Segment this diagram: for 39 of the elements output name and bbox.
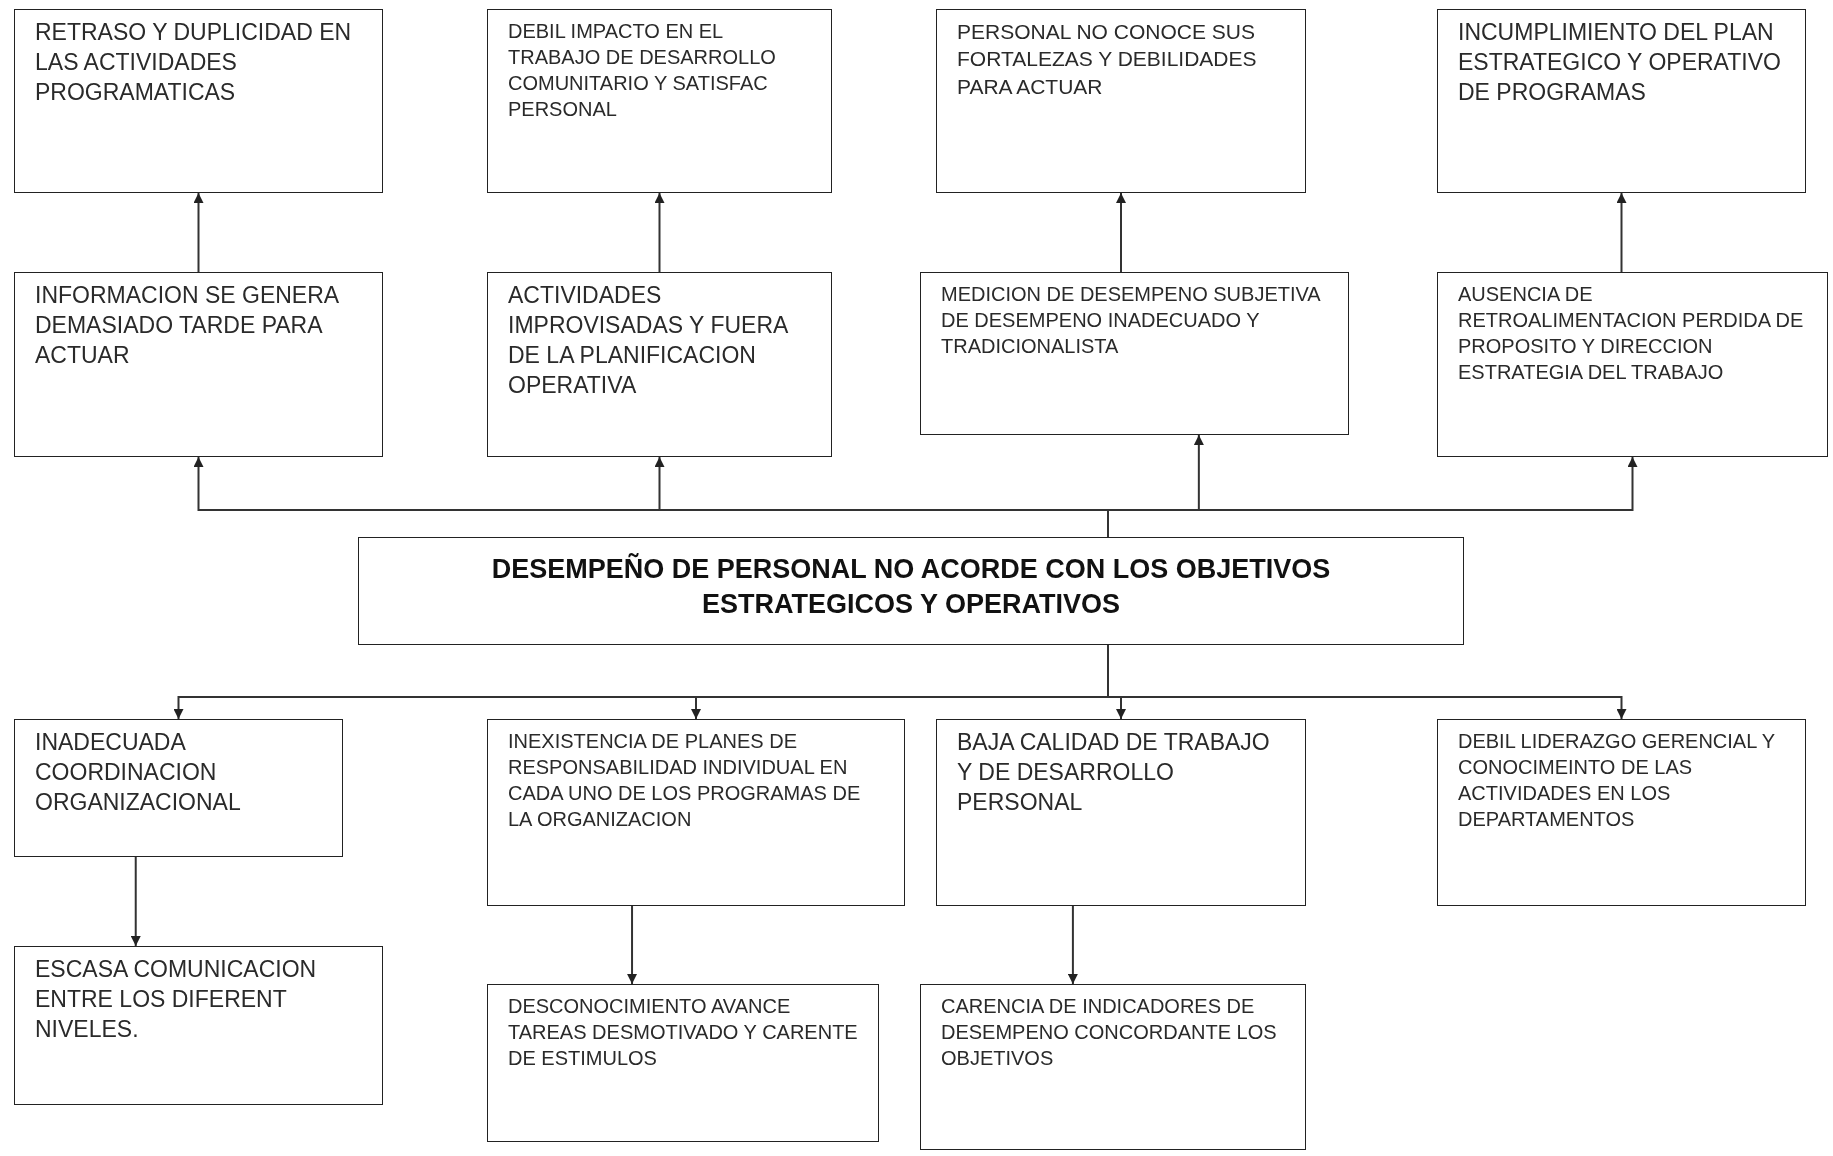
box-text: AUSENCIA DE RETROALIMENTACION PERDIDA DE PROPOSITO Y DIRECCION ESTRATEGIA DEL TRABAJO: [1458, 282, 1805, 385]
arrow: [1116, 192, 1126, 273]
box-text: DESCONOCIMIENTO AVANCE TAREAS DESMOTIVADO Y CARENTE DE ESTIMULOS: [508, 994, 858, 1071]
box-text: ESCASA COMUNICACION ENTRE LOS DIFERENT NIVELES.: [35, 955, 318, 1044]
cause-effect-box: [936, 9, 1306, 193]
box-text: DEBIL IMPACTO EN EL TRABAJO DE DESARROLLO COMUNITARIO Y SATISFAC PERSONAL: [508, 19, 777, 122]
box-text: RETRASO Y DUPLICIDAD EN LAS ACTIVIDADES PROGRAMATICAS: [35, 18, 353, 107]
cause-effect-box: [920, 984, 1306, 1150]
box-text: ACTIVIDADES IMPROVISADAS Y FUERA DE LA PLANIFICACION OPERATIVA: [508, 281, 789, 400]
cause-effect-box: [487, 272, 832, 457]
box-text: DEBIL LIDERAZGO GERENCIAL Y CONOCIMEINTO DE LAS ACTIVIDADES EN LOS DEPARTAMENTOS: [1458, 729, 1776, 832]
cause-effect-box: [1437, 272, 1828, 457]
cause-effect-box: [936, 719, 1306, 906]
cause-effect-box: [14, 272, 383, 457]
box-text: BAJA CALIDAD DE TRABAJO Y DE DESARROLLO PERSONAL: [957, 728, 1271, 817]
arrow: [130, 856, 141, 947]
cause-effect-box: [487, 984, 879, 1142]
box-text: INEXISTENCIA DE PLANES DE RESPONSABILIDAD INDIVIDUAL EN CADA UNO DE LOS PROGRAMAS DE LA ORGANIZACION: [508, 729, 862, 832]
box-text: CARENCIA DE INDICADORES DE DESEMPENO CONCORDANTE LOS OBJETIVOS: [941, 994, 1278, 1071]
box-text: INFORMACION SE GENERA DEMASIADO TARDE PARA ACTUAR: [35, 281, 340, 370]
cause-effect-box: [920, 272, 1349, 435]
cause-effect-box: [487, 9, 832, 193]
cause-effect-box: [1437, 9, 1806, 193]
problem-text: DESEMPEÑO DE PERSONAL NO ACORDE CON LOS OBJETIVOS ESTRATEGICOS Y OPERATIVOS: [490, 552, 1332, 622]
arrow: [1616, 192, 1627, 273]
cause-effect-box: [14, 719, 343, 857]
box-text: MEDICION DE DESEMPENO SUBJETIVA DE DESEMPENO INADECUADO Y TRADICIONALISTA: [941, 282, 1322, 359]
box-text: INCUMPLIMIENTO DEL PLAN ESTRATEGICO Y OPERATIVO DE PROGRAMAS: [1458, 18, 1782, 107]
box-text: INADECUADA COORDINACION ORGANIZACIONAL: [35, 728, 242, 817]
cause-effect-box: [1437, 719, 1806, 906]
arrow: [627, 905, 638, 985]
cause-effect-box: [14, 946, 383, 1105]
arrow: [193, 192, 204, 273]
cause-effect-box: [487, 719, 905, 906]
cause-effect-box: [14, 9, 383, 193]
problem-box: [358, 537, 1464, 645]
box-text: PERSONAL NO CONOCE SUS FORTALEZAS Y DEBILIDADES PARA ACTUAR: [957, 19, 1258, 100]
arrow: [1067, 905, 1078, 985]
arrow: [654, 192, 665, 273]
